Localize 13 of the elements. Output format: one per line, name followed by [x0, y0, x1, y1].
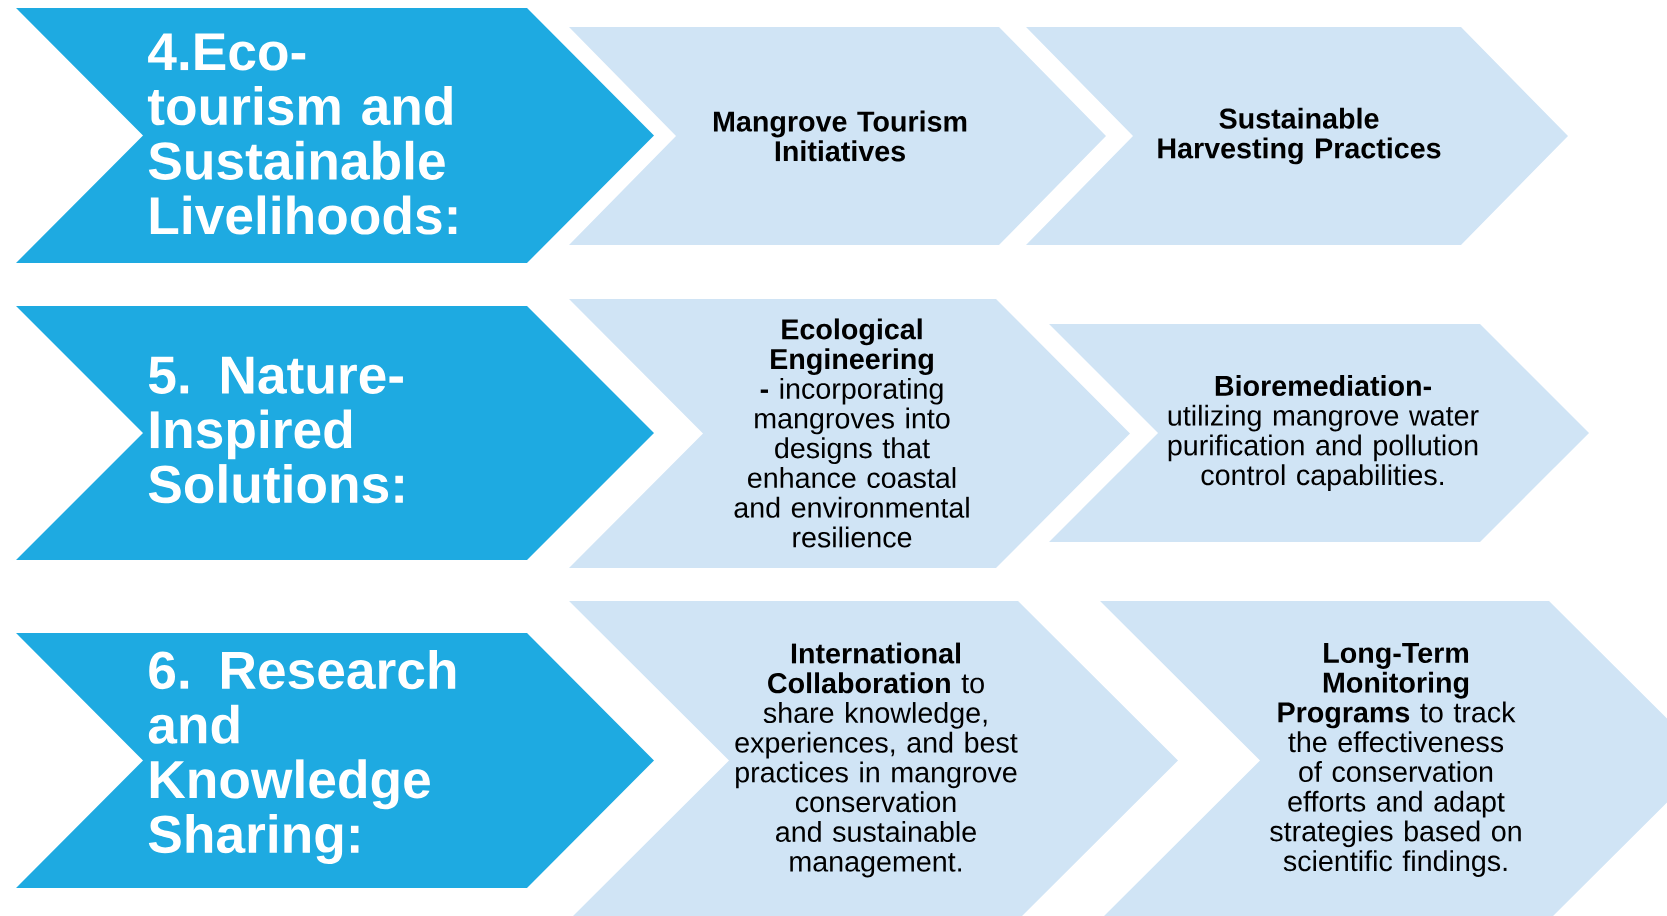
chevron-box: Bioremediation- utilizing mangrove water purification and pollution control capabilities.: [1049, 324, 1589, 542]
chevron-banner: 5. Nature-Inspired Solutions:: [16, 306, 654, 560]
node-label: Bioremediation- utilizing mangrove water purification and pollution control capabilities.: [1168, 375, 1479, 491]
chevron-box: Long-Term Monitoring Programs to track the effectiveness of conservation efforts and adapt strategies based on scientific findings.: [1100, 601, 1667, 916]
chevron-box: Ecological Engineering - incorporating mangroves into designs that enhance coastal and environmental resilience: [569, 299, 1130, 568]
node-label: Ecological Engineering - incorporating mangroves into designs that enhance coastal and environmental resilience: [734, 318, 969, 548]
chevron-box: Sustainable Harvesting Practices: [1026, 27, 1568, 245]
node-label: Sustainable Harvesting Practices: [1158, 107, 1441, 165]
chevron-box: International Collaboration to share knowledge, experiences, and best practices in mangrove conservation and sustainable management.: [569, 601, 1178, 916]
chevron-banner: 6. Research and Knowledge Sharing:: [16, 633, 654, 888]
chevron-banner: 4.Eco-tourism and Sustainable Livelihoods:: [16, 8, 654, 263]
node-label: Mangrove Tourism Initiatives: [713, 110, 967, 162]
chevron-box: Mangrove Tourism Initiatives: [569, 27, 1106, 245]
